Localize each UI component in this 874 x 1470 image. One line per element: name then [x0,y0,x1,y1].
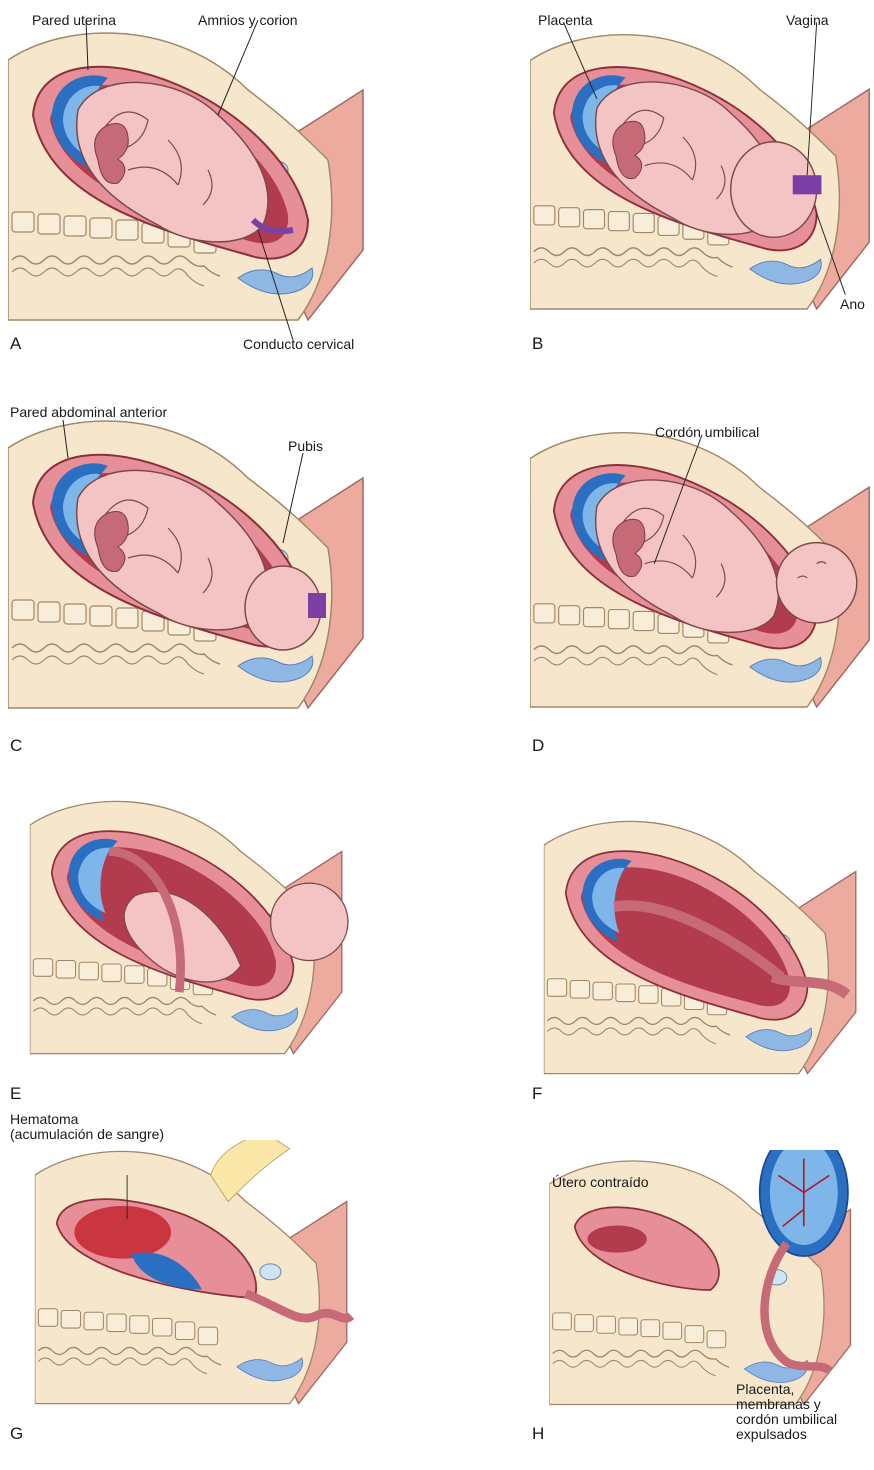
label-cordon-umbilical: Cordón umbilical [655,424,759,440]
panel-d-illustration [530,418,874,738]
panel-a-illustration [8,20,368,350]
panel-h: Útero contraído Placenta, membranas y co… [530,1110,874,1470]
panel-e: E [8,790,438,1150]
panel-letter: C [10,736,22,756]
label-pared-abdominal-anterior: Pared abdominal anterior [10,404,167,420]
panel-f: F [530,790,874,1150]
panel-letter: G [10,1424,23,1444]
panel-f-illustration [530,810,874,1100]
panel-d: Cordón umbilical D [530,398,874,758]
label-pubis: Pubis [288,438,323,454]
label-pared-uterina: Pared uterina [32,12,116,28]
panel-letter: D [532,736,544,756]
panel-c: Pared abdominal anterior Pubis C [8,398,438,758]
panel-letter: E [10,1084,21,1104]
label-vagina: Vagina [786,12,829,28]
label-placenta-expulsados: Placenta, membranas y cordón umbilical e… [736,1382,837,1442]
panel-b: Placenta Vagina Ano B [530,0,874,360]
panel-g-illustration [8,1140,378,1430]
panel-a: Pared uterina Amnios y corion Conducto c… [8,0,438,360]
panel-letter: F [532,1084,542,1104]
panel-e-illustration [8,790,368,1080]
panel-letter: H [532,1424,544,1444]
panel-c-illustration [8,408,368,738]
label-hematoma: Hematoma (acumulación de sangre) [10,1112,164,1142]
label-amnios-corion: Amnios y corion [198,12,298,28]
label-ano: Ano [840,296,865,312]
label-placenta: Placenta [538,12,592,28]
panel-letter: B [532,334,543,354]
label-conducto-cervical: Conducto cervical [243,336,354,352]
label-utero-contraido: Útero contraído [552,1174,649,1190]
panel-b-illustration [530,20,874,340]
panel-letter: A [10,334,21,354]
panel-g: Hematoma (acumulación de sangre) G [8,1110,438,1470]
